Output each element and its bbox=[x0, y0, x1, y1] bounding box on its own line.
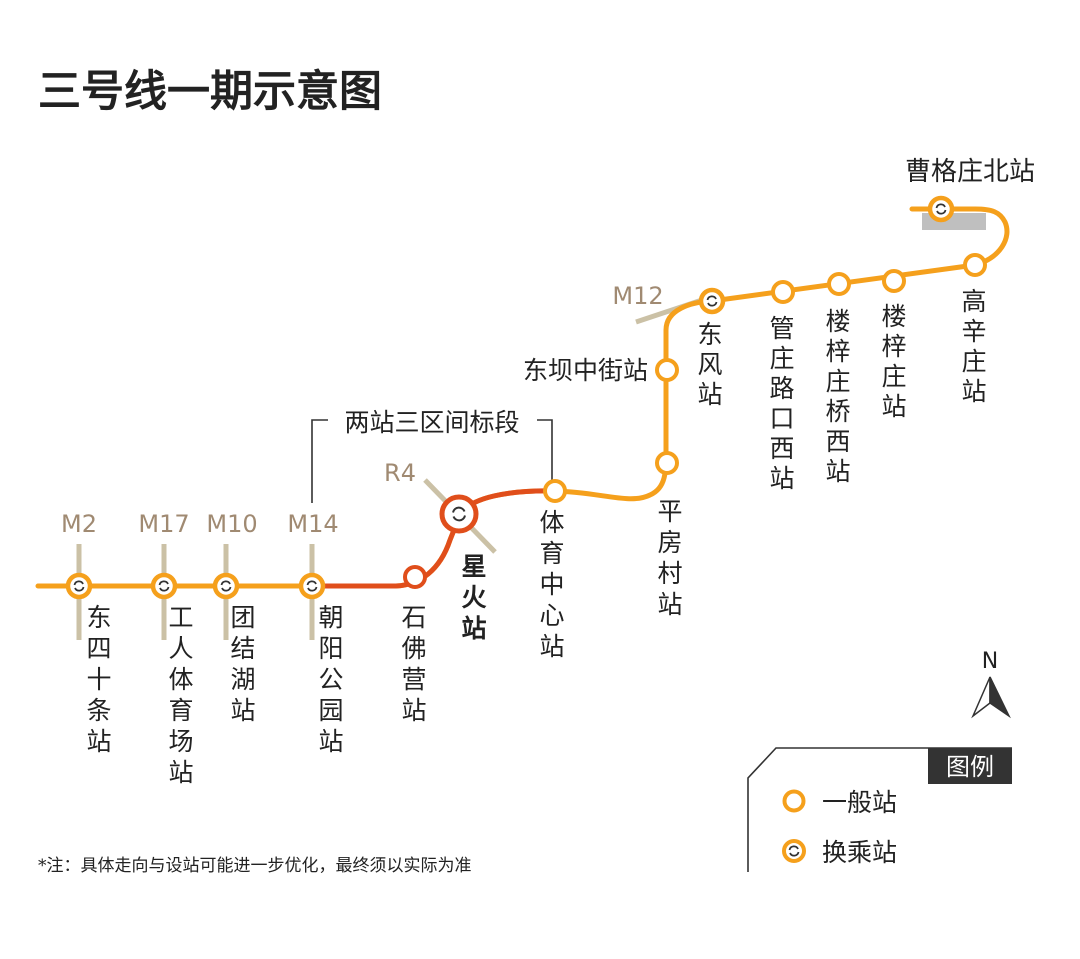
station-label-gongrentiyuchang: 工人体育场站 bbox=[168, 603, 193, 787]
legend-header-bg bbox=[928, 748, 1012, 784]
station-tiyuzhongxin-marker[interactable] bbox=[543, 479, 567, 503]
station-markers bbox=[65, 195, 987, 600]
transfer-icon bbox=[73, 580, 85, 592]
station-label-dongfeng: 东风站 bbox=[697, 320, 722, 409]
section-label: 两站三区间标段 bbox=[344, 408, 519, 437]
compass: N bbox=[971, 649, 1011, 719]
transfer-icon bbox=[220, 580, 232, 592]
transfer-label-m17: M17 bbox=[138, 510, 189, 538]
station-label-tiyuzhongxin: 体育中心站 bbox=[539, 508, 564, 661]
station-gongrentiyuchang-marker[interactable] bbox=[150, 572, 178, 600]
page-title: 三号线一期示意图 bbox=[38, 67, 382, 117]
transfer-label-m2: M2 bbox=[61, 510, 97, 538]
station-chaoyanggongyuan-marker[interactable] bbox=[298, 572, 326, 600]
station-label-caogezhuangbei: 曹格庄北站 bbox=[905, 157, 1035, 187]
transfer-icon bbox=[158, 580, 170, 592]
transfer-icon bbox=[306, 580, 318, 592]
station-label-dongbazhongjie: 东坝中街站 bbox=[523, 356, 648, 385]
section-bracket bbox=[311, 419, 553, 503]
transfer-label-m10: M10 bbox=[206, 510, 257, 538]
station-label-xinghuo: 星火站 bbox=[461, 552, 486, 643]
station-xinghuo-marker[interactable] bbox=[439, 494, 479, 534]
transfer-station-icon bbox=[782, 839, 806, 863]
legend-item-normal: 一般站 bbox=[822, 788, 897, 817]
transfer-label-m12: M12 bbox=[612, 282, 663, 310]
station-label-louzizhuang: 楼梓庄站 bbox=[881, 302, 906, 421]
station-dongsishitiao-marker[interactable] bbox=[65, 572, 93, 600]
station-shifoying-marker[interactable] bbox=[403, 565, 427, 589]
station-tuanjiehu-marker[interactable] bbox=[212, 572, 240, 600]
station-caogezhuangbei-marker[interactable] bbox=[927, 195, 955, 223]
station-labels: 东四十条站 工人体育场站 团结湖站 朝阳公园站 石佛营站 星火站 体育中心站 平… bbox=[86, 157, 1035, 787]
station-label-shifoying: 石佛营站 bbox=[401, 603, 426, 725]
station-label-tuanjiehu: 团结湖站 bbox=[230, 603, 255, 725]
transfer-icon bbox=[935, 203, 947, 215]
transfer-line-labels: M2 M17 M10 M14 R4 M12 bbox=[61, 282, 664, 538]
station-louziqiaoxi-marker[interactable] bbox=[827, 272, 851, 296]
station-pingfangcun-marker[interactable] bbox=[655, 451, 679, 475]
transfer-label-m14: M14 bbox=[287, 510, 338, 538]
station-label-louziqiaoxi: 楼梓庄桥西站 bbox=[825, 307, 850, 486]
station-label-guanzhuangluxi: 管庄路口西站 bbox=[769, 314, 794, 493]
station-dongbazhongjie-marker[interactable] bbox=[655, 358, 679, 382]
station-dongfeng-marker[interactable] bbox=[698, 287, 726, 315]
station-label-gaoxinzhuang: 高辛庄站 bbox=[961, 287, 986, 406]
legend-border bbox=[747, 747, 1012, 872]
station-label-chaoyanggongyuan: 朝阳公园站 bbox=[318, 603, 343, 756]
station-guanzhuangluxi-marker[interactable] bbox=[771, 280, 795, 304]
legend: 图例 一般站 换乘站 bbox=[747, 747, 1012, 872]
transfer-label-r4: R4 bbox=[384, 459, 416, 487]
legend-item-transfer: 换乘站 bbox=[822, 838, 897, 867]
footnote: *注：具体走向与设站可能进一步优化，最终须以实际为准 bbox=[38, 856, 472, 876]
transfer-icon bbox=[452, 506, 466, 522]
station-louzizhuang-marker[interactable] bbox=[882, 269, 906, 293]
station-gaoxinzhuang-marker[interactable] bbox=[963, 253, 987, 277]
highlighted-section-track bbox=[309, 488, 558, 589]
station-label-pingfangcun: 平房村站 bbox=[657, 497, 682, 619]
station-label-dongsishitiao: 东四十条站 bbox=[86, 603, 111, 756]
north-arrow-icon bbox=[971, 676, 1011, 719]
normal-station-icon bbox=[782, 789, 806, 813]
transfer-icon bbox=[706, 295, 718, 307]
legend-header: 图例 bbox=[946, 753, 994, 781]
compass-label: N bbox=[982, 649, 998, 674]
